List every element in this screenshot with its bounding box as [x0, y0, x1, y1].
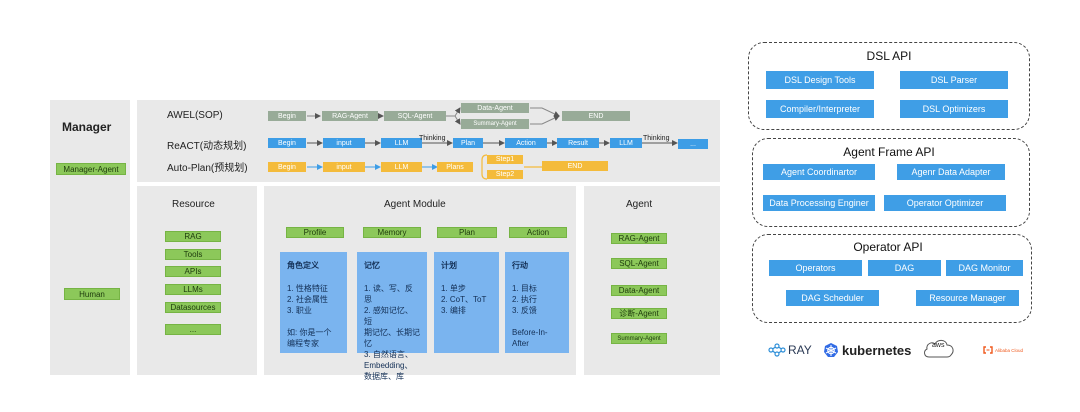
kubernetes-logo-text: kubernetes: [842, 342, 912, 358]
kubernetes-helm-icon: [824, 343, 838, 357]
react-node-begin: Begin: [268, 138, 306, 148]
manager-agent-tag: Manager-Agent: [56, 163, 126, 175]
alibaba-cloud-icon: [983, 346, 993, 354]
awel-node-end: END: [562, 111, 630, 121]
manager-title: Manager: [62, 120, 112, 134]
memory-card: 记忆 1. 读、写、反思 2. 感知记忆、短 期记忆、长期记 忆 3. 自然语言…: [357, 252, 427, 381]
dag-monitor-button[interactable]: DAG Monitor: [946, 260, 1023, 276]
react-node-input: input: [323, 138, 365, 148]
memory-card-lines: 1. 读、写、反思 2. 感知记忆、短 期记忆、长期记 忆 3. 自然语言、 E…: [364, 284, 420, 381]
plan-card-lines: 1. 单步 2. CoT、ToT 3. 编排: [441, 284, 487, 315]
operator-api-box: [752, 234, 1032, 323]
kubernetes-logo: kubernetes: [823, 342, 911, 358]
operator-api-title: Operator API: [853, 240, 923, 254]
react-node-llm: LLM: [381, 138, 422, 148]
dsl-optimizers-button[interactable]: DSL Optimizers: [900, 100, 1008, 118]
memory-tag: Memory: [363, 227, 421, 238]
ray-logo-text: RAY: [788, 343, 812, 357]
autoplan-label: Auto-Plan(预规划): [167, 163, 248, 174]
operators-button[interactable]: Operators: [769, 260, 862, 276]
agent-item: 诊断-Agent: [611, 308, 667, 319]
resource-panel: [137, 186, 257, 375]
action-card-lines: 1. 目标 2. 执行 3. 反馈 Before-In-After: [512, 284, 548, 348]
dag-scheduler-button[interactable]: DAG Scheduler: [786, 290, 879, 306]
agent-item: Data-Agent: [611, 285, 667, 296]
agent-title: Agent: [626, 199, 653, 210]
awel-node-begin: Begin: [268, 111, 306, 121]
autoplan-node-begin: Begin: [268, 162, 306, 172]
dsl-api-box: [748, 42, 1030, 130]
react-label: ReACT(动态规划): [167, 141, 247, 152]
resource-item: Datasources: [165, 302, 221, 313]
aws-cloud-icon: [924, 339, 954, 358]
dsl-parser-button[interactable]: DSL Parser: [900, 71, 1008, 89]
resource-title: Resource: [172, 199, 215, 210]
operator-optimizer-button[interactable]: Operator Optimizer: [884, 195, 1006, 211]
autoplan-node-step1: Step1: [487, 155, 523, 164]
manager-panel: [50, 100, 130, 375]
action-card: 行动 1. 目标 2. 执行 3. 反馈 Before-In-After: [505, 252, 569, 353]
data-processing-engine-button[interactable]: Data Processing Enginer: [763, 195, 875, 211]
memory-card-title: 记忆: [364, 261, 380, 270]
profile-card-lines: 1. 性格特征 2. 社会属性 3. 职业 如: 你是一个 编程专家: [287, 284, 332, 348]
resource-item: Tools: [165, 249, 221, 260]
compiler-interpreter-button[interactable]: Compiler/Interpreter: [766, 100, 874, 118]
agent-item: Summary-Agent: [611, 333, 667, 344]
action-card-title: 行动: [512, 261, 528, 270]
human-tag: Human: [64, 288, 120, 300]
ray-logo-icon: [768, 343, 786, 357]
react-thinking-label-1: Thinking: [419, 135, 446, 142]
alibaba-cloud-logo-text: Alibaba Cloud: [995, 347, 1024, 353]
react-node-result: Result: [557, 138, 599, 148]
plan-tag: Plan: [437, 227, 497, 238]
dsl-design-tools-button[interactable]: DSL Design Tools: [766, 71, 874, 89]
alibaba-cloud-logo: Alibaba Cloud: [983, 346, 1023, 354]
react-node-plan: Plan: [453, 138, 483, 148]
aws-logo-text: aws: [932, 342, 945, 349]
plan-card: 计划 1. 单步 2. CoT、ToT 3. 编排: [434, 252, 499, 353]
profile-card: 角色定义 1. 性格特征 2. 社会属性 3. 职业 如: 你是一个 编程专家: [280, 252, 347, 353]
react-node-action: Action: [505, 138, 547, 148]
autoplan-node-step2: Step2: [487, 170, 523, 179]
dag-button[interactable]: DAG: [868, 260, 941, 276]
awel-arrows: [307, 107, 560, 125]
resource-item: APIs: [165, 266, 221, 277]
dsl-api-title: DSL API: [866, 49, 912, 63]
plan-card-title: 计划: [441, 261, 457, 270]
agent-frame-api-title: Agent Frame API: [843, 145, 935, 159]
resource-item: RAG: [165, 231, 221, 242]
agent-data-adapter-button[interactable]: Agenr Data Adapter: [897, 164, 1005, 180]
autoplan-node-input: input: [323, 162, 365, 172]
react-thinking-label-2: Thinking: [643, 135, 670, 142]
resource-item: ...: [165, 324, 221, 335]
aws-logo: aws: [922, 338, 956, 360]
profile-card-title: 角色定义: [287, 261, 319, 270]
awel-label: AWEL(SOP): [167, 110, 223, 121]
awel-node-summary-agent: Summary-Agent: [461, 119, 529, 129]
agent-panel: [584, 186, 720, 375]
autoplan-node-llm: LLM: [381, 162, 422, 172]
awel-node-rag-agent: RAG-Agent: [322, 111, 378, 121]
autoplan-node-plans: Plans: [437, 162, 473, 172]
agent-item: RAG-Agent: [611, 233, 667, 244]
profile-tag: Profile: [286, 227, 344, 238]
ray-logo: RAY: [768, 343, 812, 357]
resource-item: LLMs: [165, 284, 221, 295]
agent-module-title: Agent Module: [384, 199, 446, 210]
awel-node-data-agent: Data-Agent: [461, 103, 529, 113]
action-tag: Action: [509, 227, 567, 238]
react-node-llm-2: LLM: [610, 138, 642, 148]
agent-item: SQL-Agent: [611, 258, 667, 269]
autoplan-node-end: END: [542, 161, 608, 171]
awel-node-sql-agent: SQL-Agent: [384, 111, 446, 121]
agent-coordinator-button[interactable]: Agent Coordinartor: [763, 164, 875, 180]
agent-frame-api-box: [752, 138, 1030, 227]
react-node-more: ...: [678, 139, 708, 149]
resource-manager-button[interactable]: Resource Manager: [916, 290, 1019, 306]
